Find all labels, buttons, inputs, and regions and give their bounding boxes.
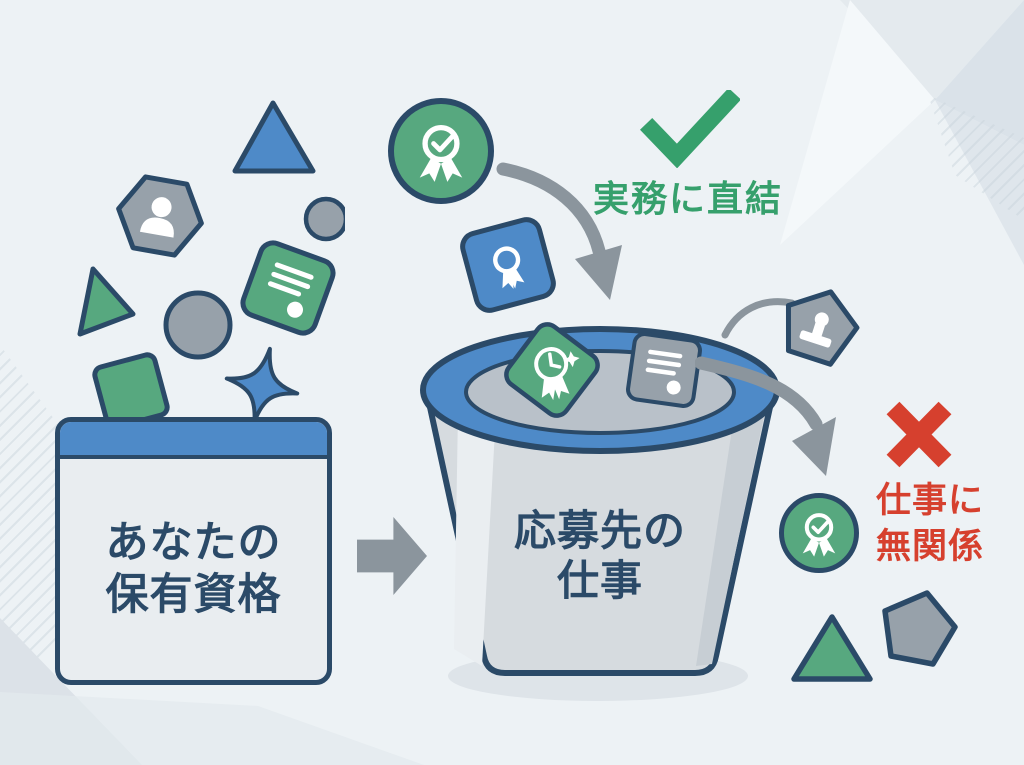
clock-badge-card [504, 322, 600, 418]
award-badge-circle [388, 98, 494, 204]
award-check-icon [419, 124, 463, 182]
source-box-label: あなたの 保有資格 [60, 459, 327, 680]
triangle-shape [77, 266, 136, 337]
award-check-icon [802, 513, 836, 557]
circle-shape [303, 196, 345, 242]
document-card [626, 332, 702, 408]
certificate-card [240, 240, 336, 336]
source-box-header [60, 422, 327, 459]
pentagon-shape [882, 590, 958, 667]
award-badge-circle-small [779, 493, 859, 573]
source-box-line2: 保有資格 [105, 570, 282, 619]
person-icon [139, 197, 174, 238]
stamp-icon [799, 312, 832, 348]
bucket-line1: 応募先の [513, 507, 686, 554]
mismatch-label: 仕事に 無関係 [860, 478, 1000, 569]
person-hexagon [116, 174, 204, 258]
source-box: あなたの 保有資格 [55, 417, 332, 685]
cross-icon [886, 401, 952, 468]
bucket-label: 応募先の 仕事 [497, 506, 703, 607]
curved-arrow-in-icon [496, 162, 622, 300]
floating-shapes-group [77, 100, 345, 430]
document-icon [645, 349, 683, 376]
ribbon-badge-square [456, 213, 560, 317]
bucket-highlight [454, 412, 496, 666]
match-label: 実務に直結 [593, 178, 784, 219]
sparkle-icon [224, 346, 300, 424]
curved-arrow-out-icon [695, 298, 836, 476]
check-icon [640, 90, 740, 168]
triangle-shape [232, 100, 316, 174]
document-icon [267, 262, 314, 297]
bucket-body [425, 395, 775, 676]
circle-shape [163, 290, 233, 360]
ribbon-award-icon [493, 246, 525, 289]
clock-badge-icon [534, 347, 580, 401]
bucket-shade [696, 416, 764, 666]
source-box-line1: あなたの [105, 518, 282, 567]
mismatch-line2: 無関係 [875, 526, 984, 566]
mismatch-line1: 仕事に [875, 481, 984, 520]
stamp-tag [785, 289, 860, 367]
bucket-line2: 仕事 [556, 557, 643, 605]
job-bucket [420, 322, 780, 701]
triangle-shape [791, 614, 873, 682]
